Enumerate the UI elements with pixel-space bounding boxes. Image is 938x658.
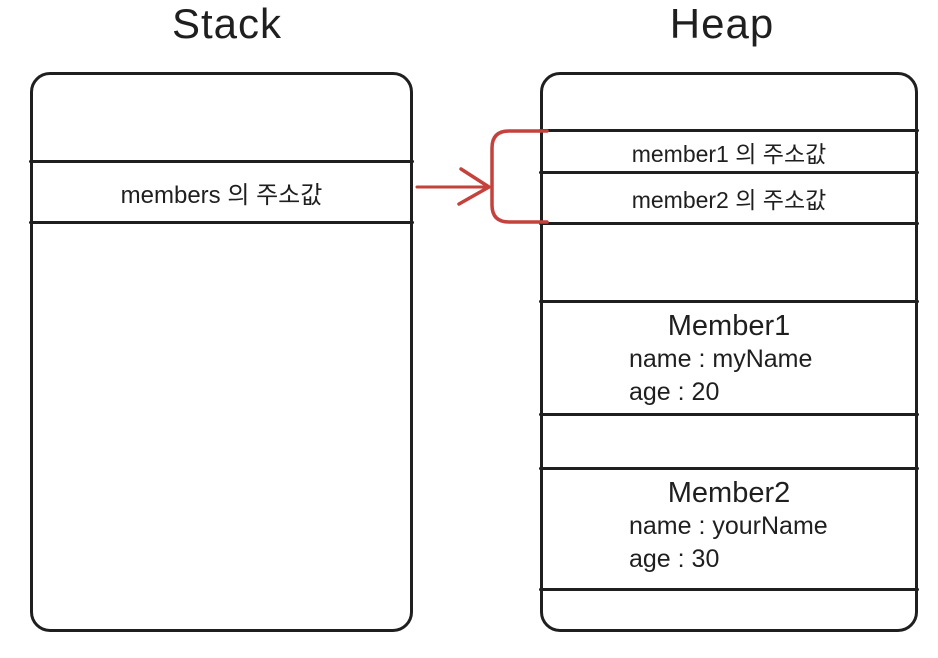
arrow-head-icon [457,167,491,206]
pointer-arrow [415,129,549,224]
heap-divider [539,129,919,132]
heap-row-member1-address: member1 의 주소값 [631,140,827,167]
stack-row-members-address: members 의 주소값 [120,181,323,209]
brace-bracket-icon [490,129,549,224]
heap-divider [539,171,919,174]
heap-title: Heap [669,0,775,47]
object-field-age: age : 20 [629,378,720,406]
heap-object-member2: Member2 name : yourName age : 30 [543,470,915,587]
heap-divider [539,222,919,225]
heap-divider [539,467,919,470]
object-field-age: age : 30 [629,545,720,573]
heap-box: member1 의 주소값 member2 의 주소값 Member1 name… [539,72,919,632]
object-title: Member1 [667,310,791,342]
stack-box: members 의 주소값 [29,72,414,632]
heap-divider [539,588,919,591]
stack-divider [29,221,414,224]
heap-divider [539,300,919,303]
stack-title: Stack [171,0,283,47]
object-field-name: name : yourName [629,512,828,540]
heap-divider [539,413,919,416]
object-field-name: name : myName [629,345,813,373]
heap-row-member2-address: member2 의 주소값 [631,186,827,213]
object-title: Member2 [667,477,791,509]
stack-divider [29,160,414,163]
heap-object-member1: Member1 name : myName age : 20 [543,303,915,412]
